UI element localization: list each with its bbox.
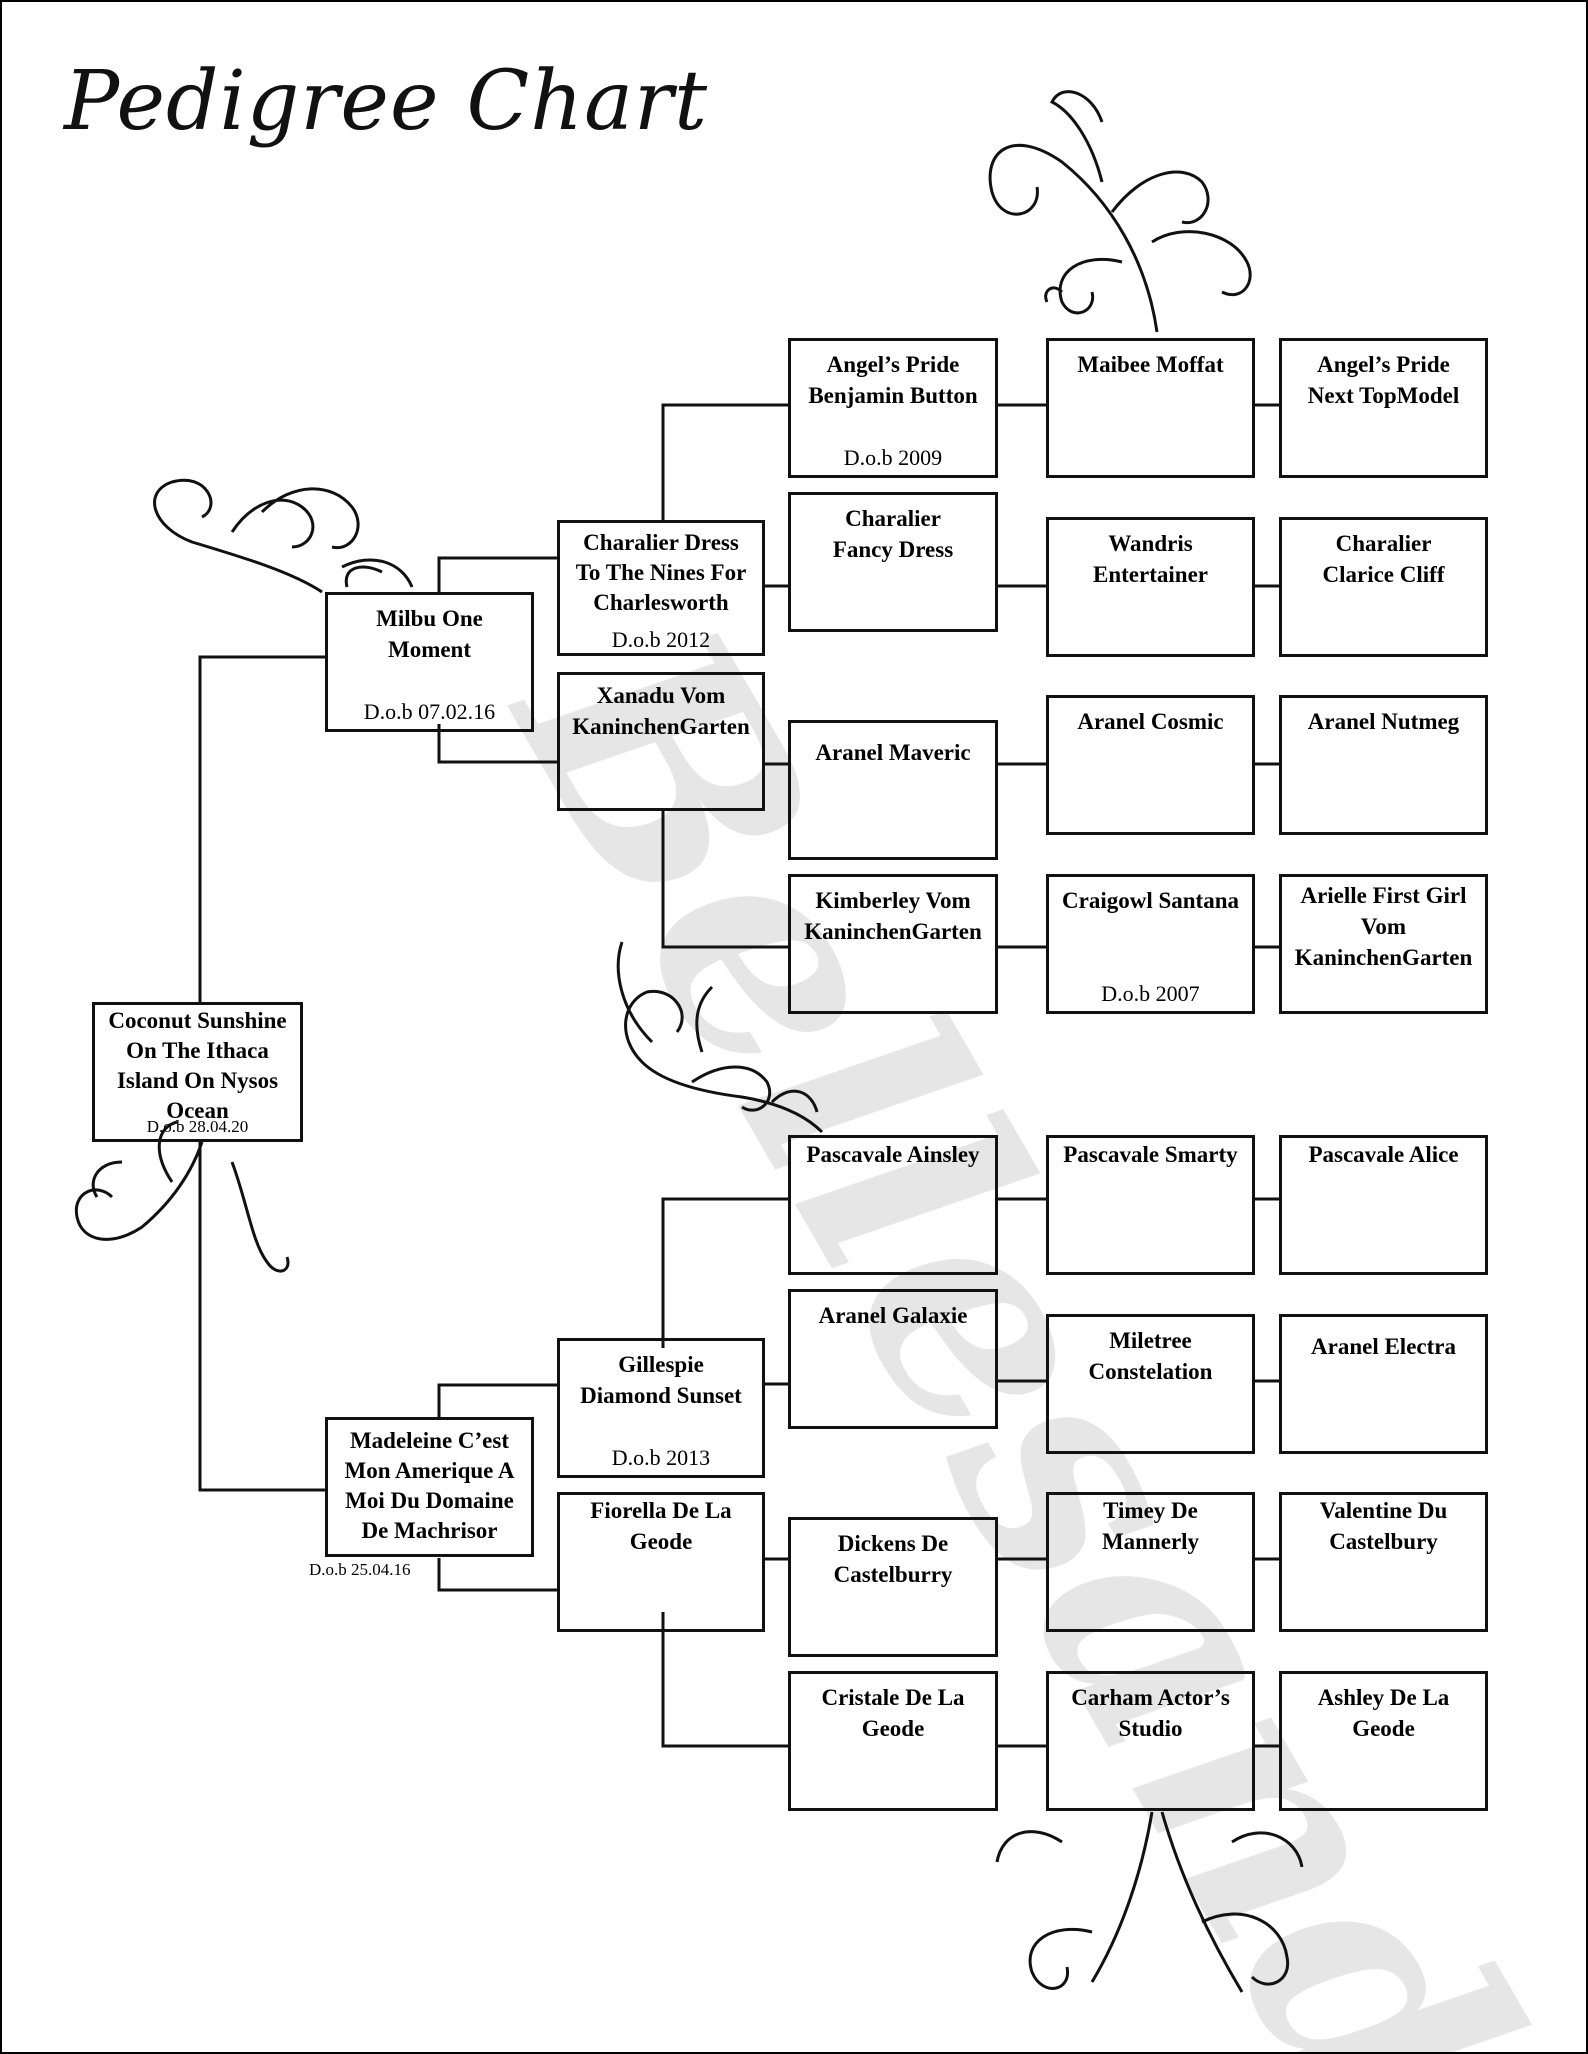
grandparent-dob: D.o.b 2013 [611, 1445, 711, 1470]
flourish-center-left [616, 941, 824, 1134]
flourish-top-right [988, 90, 1252, 333]
grandparent-sire-sire-box: Charalier Dress To The Nines For Charles… [557, 520, 765, 656]
grandparent-name: Fiorella De La Geode [590, 1498, 732, 1554]
gen4-name: Maibee Moffat [1077, 352, 1224, 377]
grandparent-name: Charalier Dress To The Nines For Charles… [575, 530, 747, 615]
gen4-box: Maibee Moffat [1046, 338, 1255, 478]
flourish-ornaments [74, 90, 1304, 1993]
connector-gen4-gen5 [1255, 403, 1279, 1748]
gen5-box: Angel’s Pride Next TopModel [1279, 338, 1488, 478]
flourish-left-mid [153, 478, 414, 594]
gen3-name: Pascavale Ainsley [806, 1142, 980, 1167]
gen3-name: Dickens De Castelburry [833, 1531, 953, 1587]
gen5-name: Angel’s Pride Next TopModel [1307, 352, 1460, 408]
dam-box: Madeleine C’est Mon Amerique A Moi Du Do… [325, 1417, 534, 1557]
dam-dob: D.o.b 25.04.16 [309, 1560, 411, 1579]
connector-sire-grandparents [437, 556, 557, 764]
gen4-name: Pascavale Smarty [1063, 1142, 1238, 1167]
sire-box: Milbu One Moment D.o.b 07.02.16 [325, 592, 534, 732]
connector-gp-gen3 [661, 1557, 788, 1748]
gen5-box: Charalier Clarice Cliff [1279, 517, 1488, 657]
flourish-left-lower [74, 1120, 290, 1273]
gen3-name: Charalier Fancy Dress [832, 506, 954, 562]
connector-dam-grandparents [437, 1383, 557, 1592]
gen5-box: Ashley De La Geode [1279, 1671, 1488, 1811]
grandparent-name: Gillespie Diamond Sunset [580, 1352, 742, 1408]
gen3-box: Aranel Galaxie [788, 1289, 998, 1429]
gen3-box: Aranel Maveric [788, 720, 998, 860]
gen5-name: Aranel Electra [1311, 1334, 1456, 1359]
gen3-name: Cristale De La Geode [821, 1685, 965, 1741]
sire-dob: D.o.b 07.02.16 [363, 699, 496, 724]
subject-dob: D.o.b 28.04.20 [146, 1117, 249, 1136]
grandparent-name: Xanadu Vom KaninchenGarten [572, 683, 750, 739]
gen5-box: Aranel Electra [1279, 1314, 1488, 1454]
grandparent-dam-sire-box: Gillespie Diamond Sunset D.o.b 2013 [557, 1338, 765, 1478]
connector-gp-gen3 [661, 762, 788, 949]
grandparent-dam-dam-box: Fiorella De La Geode [557, 1492, 765, 1632]
gen5-box: Arielle First Girl Vom KaninchenGarten [1279, 874, 1488, 1014]
gen3-name: Aranel Maveric [815, 740, 971, 765]
gen5-name: Arielle First Girl Vom KaninchenGarten [1294, 883, 1473, 970]
subject-name: Coconut Sunshine On The Ithaca Island On… [108, 1008, 287, 1123]
gen5-box: Pascavale Alice [1279, 1135, 1488, 1275]
gen4-box: Miletree Constelation [1046, 1314, 1255, 1454]
gen3-box: Pascavale Ainsley [788, 1135, 998, 1275]
gen4-name: Timey De Mannerly [1101, 1498, 1200, 1554]
gen5-name: Charalier Clarice Cliff [1322, 531, 1445, 587]
gen3-box: Cristale De La Geode [788, 1671, 998, 1811]
gen4-name: Craigowl Santana [1062, 888, 1239, 913]
gen3-dob: D.o.b 2009 [843, 445, 943, 470]
gen4-name: Wandris Entertainer [1093, 531, 1208, 587]
gen5-name: Valentine Du Castelbury [1319, 1498, 1448, 1554]
gen4-box: Aranel Cosmic [1046, 695, 1255, 835]
sire-name: Milbu One Moment [376, 606, 483, 662]
grandparent-dob: D.o.b 2012 [611, 627, 711, 652]
gen3-name: Aranel Galaxie [818, 1303, 968, 1328]
dam-name: Madeleine C’est Mon Amerique A Moi Du Do… [344, 1428, 515, 1543]
flourish-bottom-right [995, 1811, 1304, 1993]
gen4-box: Pascavale Smarty [1046, 1135, 1255, 1275]
subject-box: Coconut Sunshine On The Ithaca Island On… [92, 1002, 303, 1142]
gen3-box: Angel’s Pride Benjamin Button D.o.b 2009 [788, 338, 998, 478]
page-title: Pedigree Chart [64, 54, 709, 149]
connector-subject-parents [198, 655, 325, 1492]
gen3-name: Angel’s Pride Benjamin Button [808, 352, 978, 408]
gen3-name: Kimberley Vom KaninchenGarten [804, 888, 982, 944]
connector-gp-gen3 [661, 403, 788, 588]
gen4-name: Aranel Cosmic [1077, 709, 1224, 734]
gen3-box: Charalier Fancy Dress [788, 492, 998, 632]
gen3-box: Dickens De Castelburry [788, 1517, 998, 1657]
gen4-box: Wandris Entertainer [1046, 517, 1255, 657]
gen4-dob: D.o.b 2007 [1101, 981, 1200, 1006]
gen4-box: Carham Actor’s Studio [1046, 1671, 1255, 1811]
gen5-name: Ashley De La Geode [1317, 1685, 1450, 1741]
gen4-box: Craigowl Santana D.o.b 2007 [1046, 874, 1255, 1014]
gen5-box: Valentine Du Castelbury [1279, 1492, 1488, 1632]
grandparent-sire-dam-box: Xanadu Vom KaninchenGarten [557, 672, 765, 811]
gen4-name: Carham Actor’s Studio [1071, 1685, 1230, 1741]
connector-gp-gen3 [661, 1197, 788, 1386]
gen5-name: Aranel Nutmeg [1307, 709, 1460, 734]
gen5-box: Aranel Nutmeg [1279, 695, 1488, 835]
gen5-name: Pascavale Alice [1308, 1142, 1459, 1167]
connector-gen3-gen4 [998, 403, 1046, 1748]
gen3-box: Kimberley Vom KaninchenGarten [788, 874, 998, 1014]
gen4-name: Miletree Constelation [1088, 1328, 1213, 1384]
gen4-box: Timey De Mannerly [1046, 1492, 1255, 1632]
